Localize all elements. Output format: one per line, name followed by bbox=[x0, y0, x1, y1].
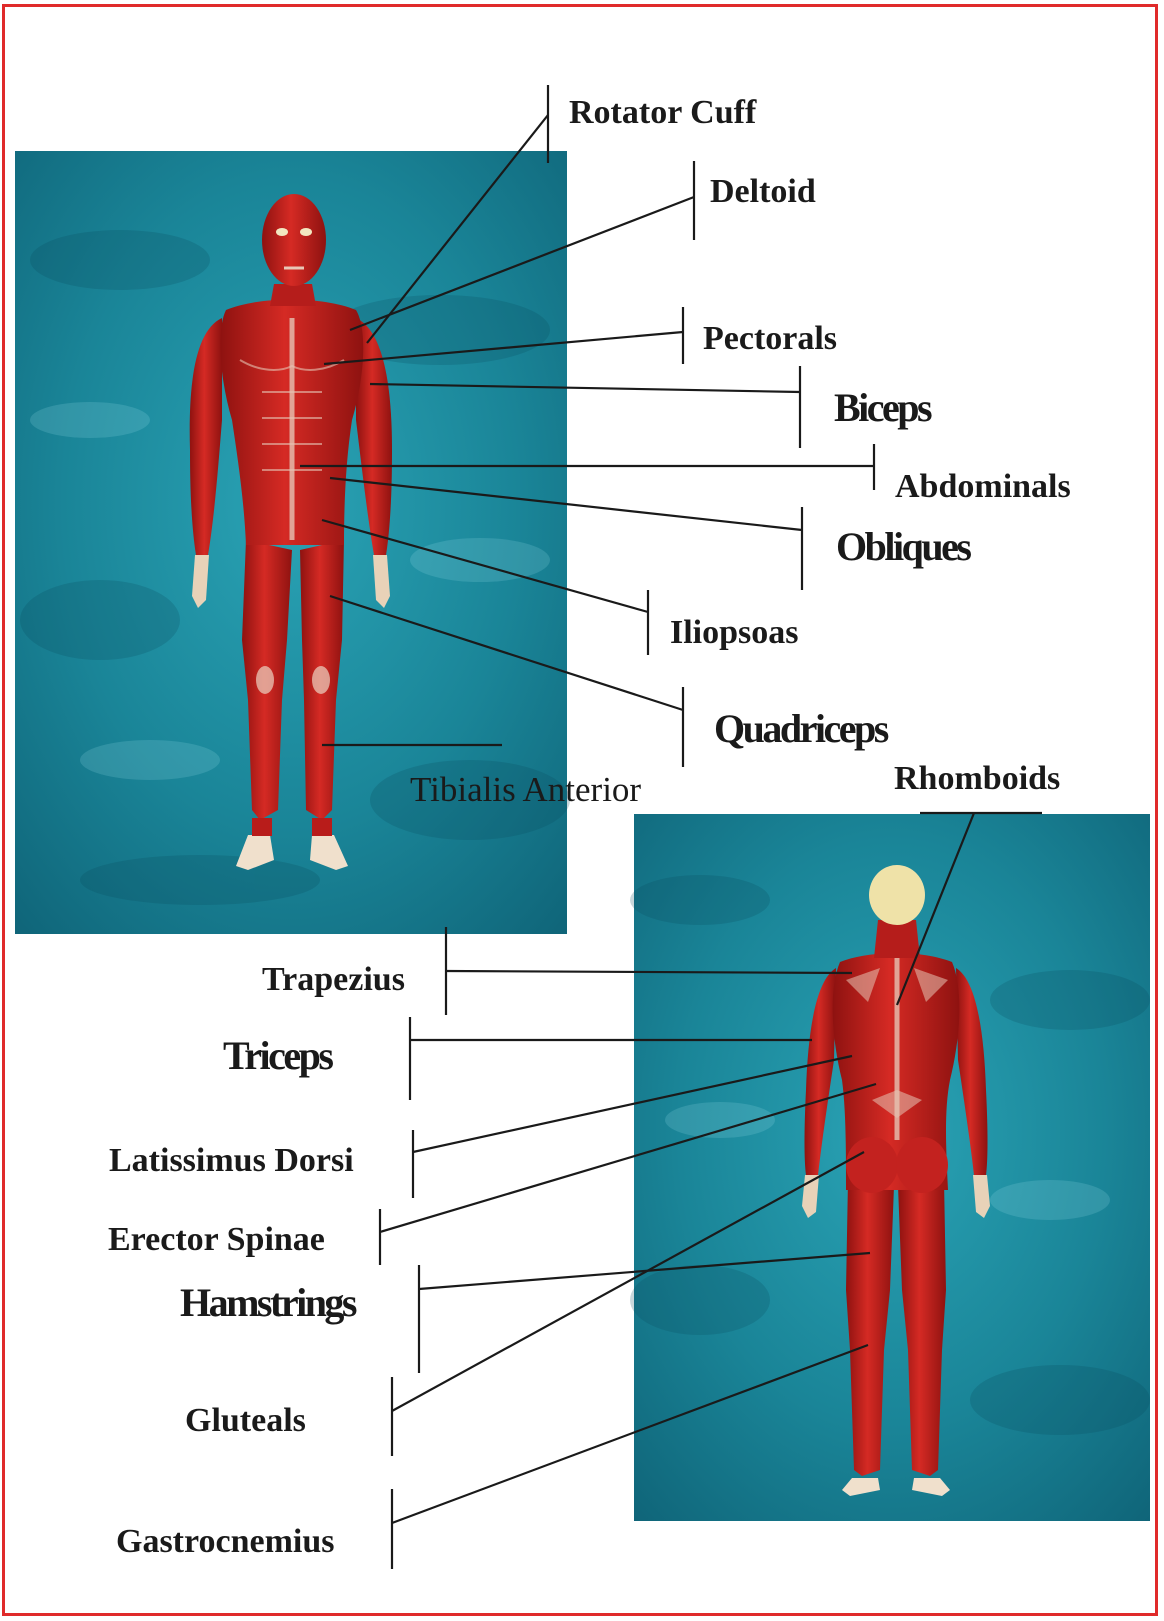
label-biceps: Biceps bbox=[834, 388, 930, 428]
label-latissimus-dorsi: Latissimus Dorsi bbox=[109, 1144, 354, 1178]
label-tibialis-anterior: Tibialis Anterior bbox=[410, 772, 641, 807]
label-deltoid: Deltoid bbox=[710, 175, 816, 209]
label-rhomboids: Rhomboids bbox=[894, 762, 1060, 796]
label-gastrocnemius: Gastrocnemius bbox=[116, 1525, 334, 1559]
label-obliques: Obliques bbox=[836, 527, 969, 567]
label-erector-spinae: Erector Spinae bbox=[108, 1223, 325, 1257]
label-pectorals: Pectorals bbox=[703, 322, 837, 356]
label-quadriceps: Quadriceps bbox=[714, 709, 887, 749]
label-abdominals: Abdominals bbox=[895, 470, 1071, 504]
label-trapezius: Trapezius bbox=[262, 963, 405, 997]
label-rotator-cuff: Rotator Cuff bbox=[569, 96, 756, 130]
label-hamstrings: Hamstrings bbox=[180, 1283, 355, 1323]
label-iliopsoas: Iliopsoas bbox=[670, 616, 799, 650]
label-triceps: Triceps bbox=[223, 1036, 331, 1076]
label-gluteals: Gluteals bbox=[185, 1404, 306, 1438]
